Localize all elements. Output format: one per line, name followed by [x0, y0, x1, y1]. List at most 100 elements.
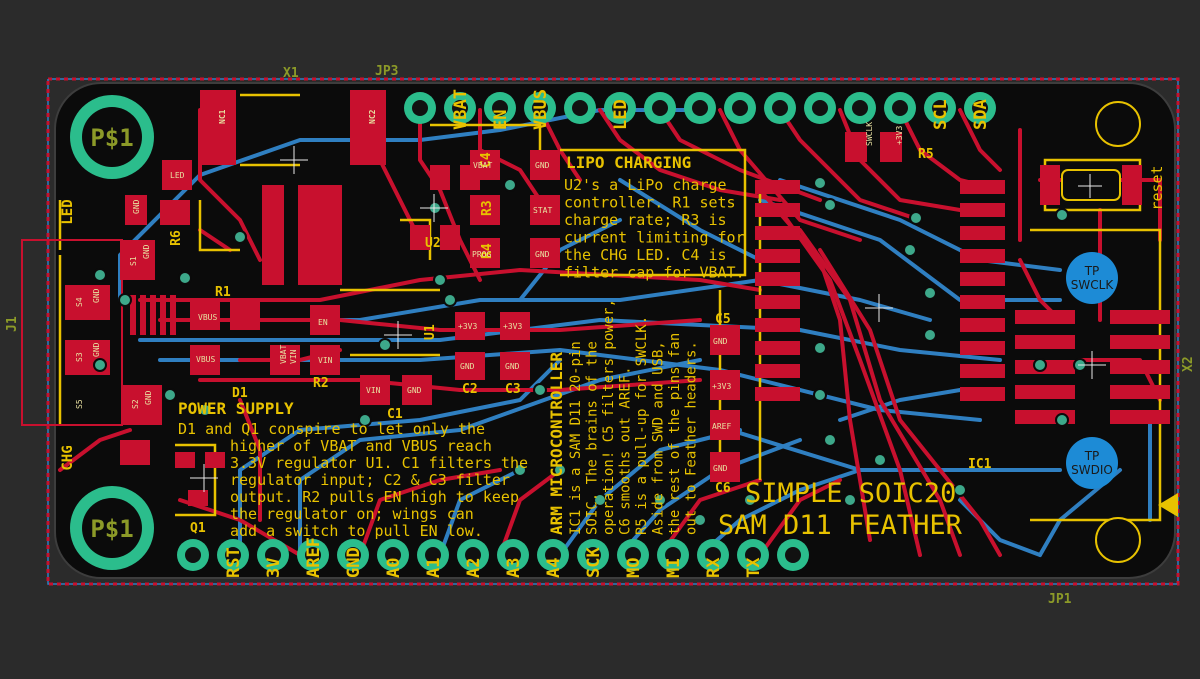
test-point-swclk[interactable]: TP SWCLK [1066, 252, 1118, 304]
bottom-header-pin: RST [217, 539, 249, 578]
label-r3: R3 [480, 200, 495, 216]
top-header-pin: SCL [924, 92, 956, 130]
bottom-header-pin: MO [617, 539, 649, 578]
pad-label-gnd-s2: GND [144, 390, 153, 405]
header-drill [532, 100, 548, 116]
bottom-header-pin: AREF [297, 537, 329, 578]
pad-label-swclk: SWCLK [865, 122, 874, 146]
header-drill [265, 547, 281, 563]
bottom-header-pin: 3V [257, 539, 289, 578]
pad-label-vbus-d1: VBUS [196, 355, 215, 364]
mount-label-top: P$1 [90, 124, 133, 152]
lipo-lines-line: controller. R1 sets [564, 194, 736, 212]
arm-lines-line: C6 smooths out AREF. [618, 366, 634, 535]
header-drill [465, 547, 481, 563]
lipo-lines-line: filter cap for VBAT. [564, 264, 745, 282]
pad-label-3v3-c2: +3V3 [458, 322, 477, 331]
header-drill [972, 100, 988, 116]
label-c4: C4 [479, 152, 494, 168]
arm-lines-line: the rest of the pins fan [667, 333, 683, 535]
header-pin-label: VBAT [451, 89, 471, 130]
board-title-line1: SIMPLE SOIC20 [745, 478, 956, 509]
header-drill [705, 547, 721, 563]
test-point-swdio[interactable]: TP SWDIO [1066, 437, 1118, 489]
header-drill [665, 547, 681, 563]
ref-j1: J1 [5, 316, 20, 332]
pad-label-vbat: VBAT [473, 161, 492, 170]
header-pin-label: SCK [584, 547, 604, 578]
board-title-line2: SAM D11 FEATHER [718, 510, 963, 541]
pad-label-prog: PROG [472, 250, 491, 259]
mount-label-bottom: P$1 [90, 515, 133, 543]
top-header-pin [404, 92, 436, 124]
power-lines: D1 and Q1 conspire to let only thehigher… [178, 420, 528, 540]
lipo-lines-line: charge rate; R3 is [564, 211, 727, 229]
mount-hole-top-right [1095, 101, 1141, 147]
pad-label-gnd-s3: GND [92, 342, 101, 357]
power-lines-line: add a switch to pull EN low. [230, 522, 483, 540]
test-point-swclk-tp: TP [1084, 264, 1100, 278]
lipo-title: LIPO CHARGING [566, 153, 691, 172]
swd-connector-pads [1015, 310, 1170, 424]
header-pin-label: A2 [464, 558, 484, 578]
mount-hole-top-left: P$1 [70, 95, 154, 179]
vias [93, 176, 1087, 527]
label-nc2: NC2 [368, 109, 377, 124]
top-header-pin [764, 92, 796, 124]
power-supply-note: POWER SUPPLY D1 and Q1 conspire to let o… [178, 399, 528, 540]
label-r4: R4 [480, 243, 495, 259]
top-header-pin [804, 92, 836, 124]
label-r1: R1 [215, 285, 231, 300]
header-drill [185, 547, 201, 563]
header-pin-label: MI [664, 558, 684, 578]
reset-button-pads[interactable] [1040, 165, 1142, 205]
header-drill [932, 100, 948, 116]
pad-label-gnd-c3: GND [505, 362, 520, 371]
header-pin-label: LED [611, 99, 631, 130]
pad-label-gnd-c2: GND [460, 362, 475, 371]
header-drill [892, 100, 908, 116]
power-lines-line: output. R2 pulls EN high to keep [230, 488, 519, 506]
label-r2: R2 [313, 376, 329, 391]
ref-x2: X2 [1181, 356, 1196, 372]
header-drill [652, 100, 668, 116]
bottom-header-pin: MI [657, 539, 689, 578]
lipo-charging-note: LIPO CHARGING U2's a LiPo chargecontroll… [564, 153, 745, 282]
label-u1: U1 [423, 324, 438, 340]
bottom-header-pin [177, 539, 209, 571]
header-drill [692, 100, 708, 116]
power-lines-line: higher of VBAT and VBUS reach [230, 437, 492, 455]
label-c2: C2 [462, 382, 478, 397]
top-header-pin [724, 92, 756, 124]
label-c1: C1 [387, 407, 403, 422]
power-lines-line: the regulator on; wings can [230, 505, 474, 523]
header-drill [345, 547, 361, 563]
header-pin-label: 3V [264, 558, 284, 578]
header-pin-label: RST [224, 547, 244, 578]
top-header-pin: VBAT [444, 89, 476, 130]
pad-label-vbat-r2: VBAT [279, 345, 288, 364]
mount-hole-bottom-left: P$1 [70, 486, 154, 570]
header-pin-label: GND [344, 547, 364, 578]
header-pin-label: RX [704, 557, 724, 578]
mount-hole-bottom-right [1095, 517, 1141, 563]
header-drill [425, 547, 441, 563]
label-c5: C5 [715, 312, 731, 327]
label-s2: S2 [131, 399, 140, 409]
label-d1: D1 [232, 386, 248, 401]
top-header-pin [564, 92, 596, 124]
top-header-pin: SDA [964, 92, 996, 130]
pad-label-en: EN [318, 318, 328, 327]
arm-lines-line: SOIC. The brains of the [585, 341, 601, 535]
pad-label-gnd-r4: GND [535, 250, 550, 259]
bottom-header-pin: SCK [577, 539, 609, 578]
header-drill [412, 100, 428, 116]
power-lines-line: regulator input; C2 & C3 filter [230, 471, 510, 489]
ref-jp3: JP3 [375, 64, 398, 79]
ref-jp1: JP1 [1048, 592, 1072, 607]
pad-label-gnd-s1: GND [142, 244, 151, 259]
header-pin-label: A4 [544, 558, 564, 578]
bottom-header-pin: A1 [417, 539, 449, 578]
